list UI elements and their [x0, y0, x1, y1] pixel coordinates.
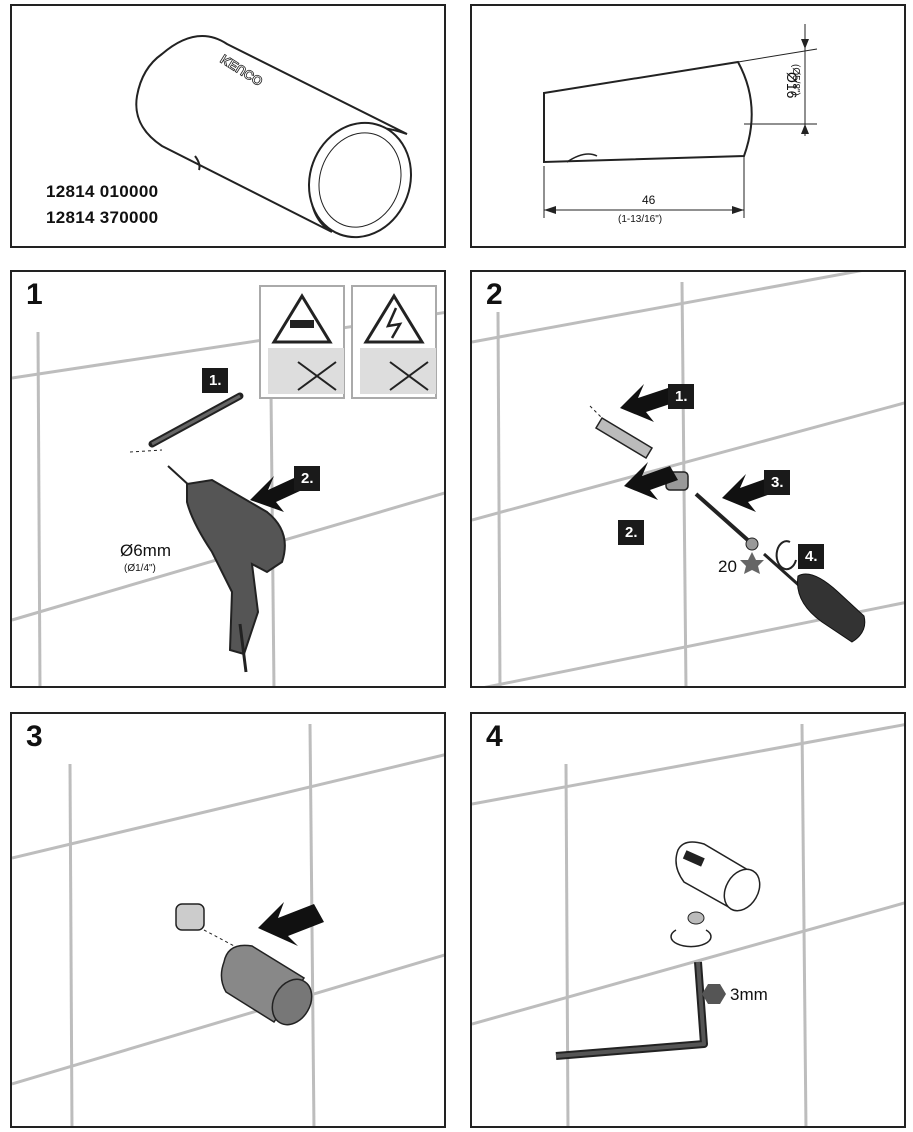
step-1-badge-1: 1. [202, 368, 228, 393]
step-1-illustration [12, 285, 444, 686]
step-number: 1 [26, 278, 43, 311]
drill-icon [167, 465, 286, 673]
push-arrow-icon [258, 902, 324, 946]
bushing-icon [175, 903, 239, 949]
pencil-icon [129, 392, 244, 453]
torx-icon [740, 552, 764, 574]
wall-tiles [472, 723, 904, 1126]
length-label: 46 [642, 193, 656, 207]
push-arrow-icon [722, 474, 776, 512]
step-4-illustration [472, 723, 904, 1126]
screw-icon [694, 492, 759, 551]
diameter-imperial-label: (Ø5/8") [790, 64, 801, 96]
set-screw-icon [670, 911, 712, 948]
drill-size-imperial-label: (Ø1/4") [124, 563, 156, 574]
hex-key-size-label: 3mm [730, 985, 768, 1004]
step-number: 2 [486, 278, 503, 311]
length-imperial-label: (1-13/16") [618, 214, 663, 225]
push-arrow-icon [250, 476, 302, 512]
hex-key-icon [555, 961, 708, 1060]
step-3-panel: 3 [10, 712, 446, 1128]
step-2-badge-3: 3. [764, 470, 790, 495]
towel-hook-illustration: KEUCO [135, 35, 413, 239]
part-number-2: 12814 370000 [46, 208, 159, 227]
step-3-illustration [12, 723, 444, 1126]
step-number: 4 [486, 720, 503, 753]
product-panel: KEUCO 12814 010000 12814 370000 [10, 4, 446, 248]
step-2-panel: 2 1. 2. 3. 4. 20 [470, 270, 906, 688]
screwdriver-icon [762, 552, 866, 643]
step-4-panel: 4 3mm [470, 712, 906, 1128]
drill-size-label: Ø6mm [120, 541, 171, 560]
part-number-1: 12814 010000 [46, 182, 159, 201]
hex-icon [702, 984, 726, 1004]
step-2-illustration [472, 272, 904, 686]
rotation-arrow-icon [775, 540, 797, 571]
step-1-panel: 1 1. 2. Ø6mm (Ø1/4") [10, 270, 446, 688]
towel-hook-icon [675, 841, 761, 912]
torx-size-label: 20 [718, 557, 737, 576]
step-number: 3 [26, 720, 43, 753]
towel-hook-icon [220, 944, 313, 1026]
water-pipe-warning-icon [268, 293, 344, 394]
wall-tiles [12, 723, 444, 1126]
dimension-drawing [543, 24, 818, 218]
step-2-badge-1: 1. [668, 384, 694, 409]
dimensions-panel: 46 (1-13/16") Ø16 (Ø5/8") [470, 4, 906, 248]
push-arrow-icon [620, 384, 676, 422]
step-2-badge-4: 4. [798, 544, 824, 569]
electric-cable-warning-icon [360, 293, 436, 394]
step-2-badge-2: 2. [618, 520, 644, 545]
step-1-badge-2: 2. [294, 466, 320, 491]
wall-plug-icon [589, 405, 654, 460]
push-arrow-icon [624, 462, 678, 500]
